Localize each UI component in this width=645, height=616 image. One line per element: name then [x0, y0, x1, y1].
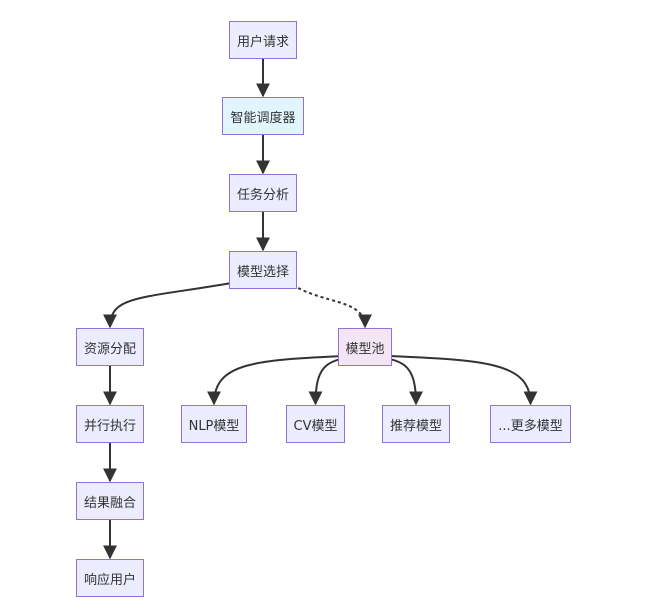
- node-parallel-execution: 并行执行: [76, 405, 144, 443]
- edge-pool-to-nlp: [207, 354, 366, 406]
- node-respond-user: 响应用户: [76, 559, 144, 597]
- node-nlp-model: NLP模型: [181, 405, 247, 443]
- node-user-request: 用户请求: [229, 21, 297, 59]
- node-cv-model: CV模型: [286, 405, 345, 443]
- node-model-pool: 模型池: [338, 328, 392, 366]
- edge-select-to-pool: [292, 284, 372, 329]
- node-model-selection: 模型选择: [229, 251, 297, 289]
- node-result-fusion: 结果融合: [76, 482, 144, 520]
- node-smart-scheduler: 智能调度器: [222, 97, 304, 135]
- node-task-analysis: 任务分析: [229, 174, 297, 212]
- node-more-models: ...更多模型: [490, 405, 571, 443]
- edge-select-to-alloc: [103, 280, 244, 329]
- node-resource-allocation: 资源分配: [76, 328, 144, 366]
- edge-pool-to-more: [364, 354, 538, 406]
- node-recommendation-model: 推荐模型: [382, 405, 450, 443]
